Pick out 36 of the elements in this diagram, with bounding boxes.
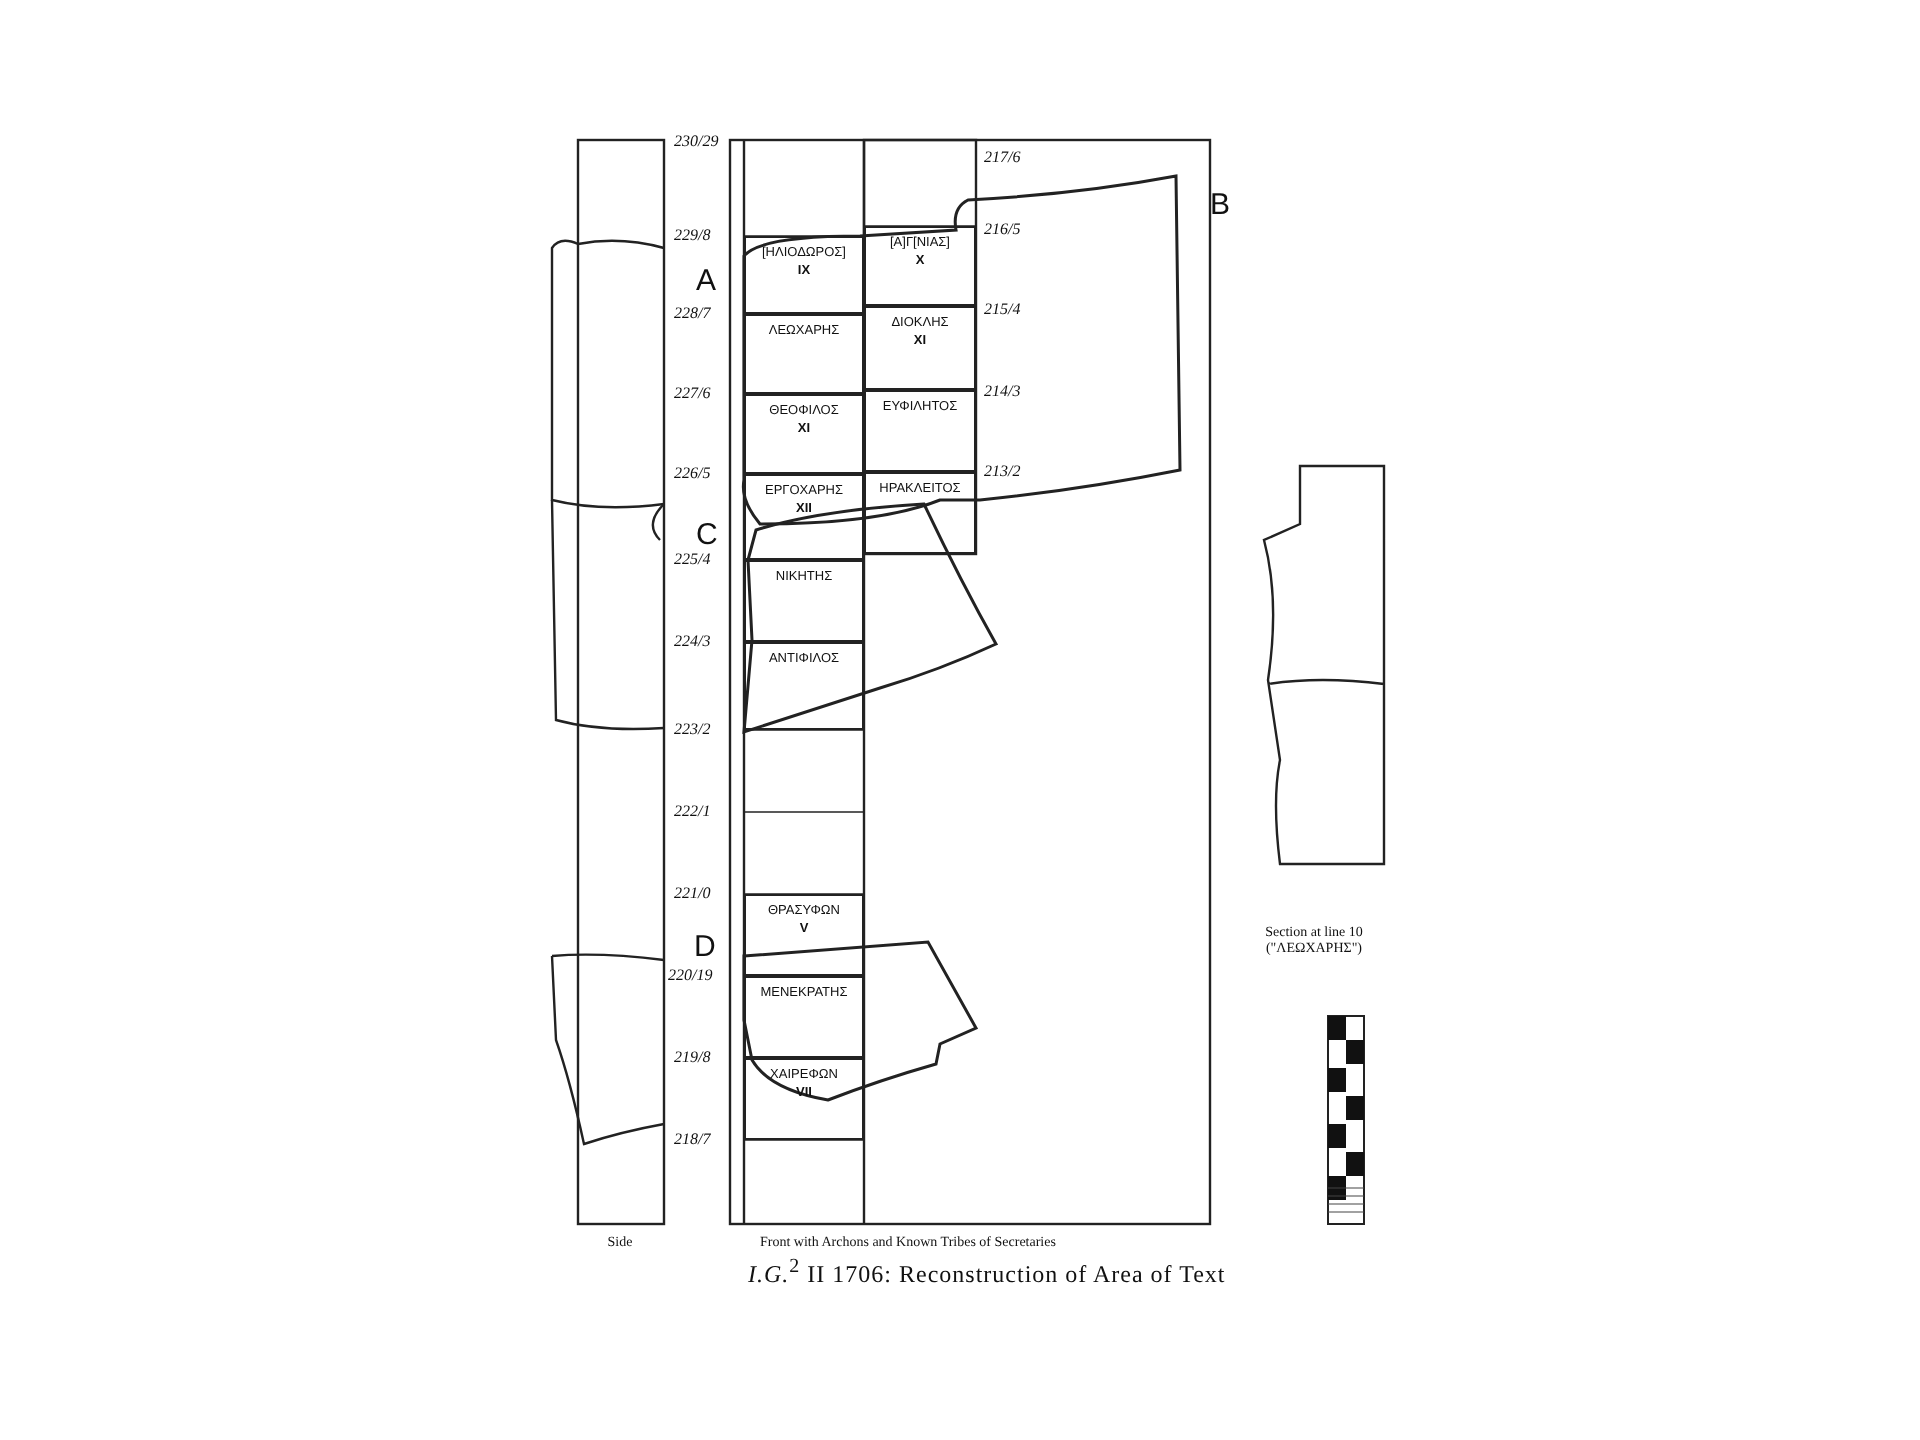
year-label: 214/3	[984, 382, 1021, 400]
archon-cell	[744, 894, 864, 976]
year-label: 216/5	[984, 220, 1021, 238]
year-label: 223/2	[674, 720, 711, 738]
year-label: 222/1	[674, 802, 711, 820]
year-label: 221/0	[674, 884, 711, 902]
figure-caption: I.G.$^{2}$ II 1706: Reconstruction of Area of Text	[748, 1256, 1226, 1290]
archon-cell	[744, 474, 864, 560]
archon-cell	[864, 306, 976, 390]
archon-cell	[864, 390, 976, 472]
year-label: 228/7	[674, 304, 711, 322]
archon-cell	[744, 642, 864, 730]
year-label: 225/4	[674, 550, 711, 568]
archon-cell	[744, 394, 864, 474]
year-label: 226/5	[674, 464, 711, 482]
archon-cell	[744, 560, 864, 642]
archon-cell	[744, 314, 864, 394]
archon-cell	[864, 226, 976, 306]
fragment-letter: B	[1210, 188, 1231, 222]
year-label: 230/29	[674, 132, 719, 150]
year-label: 215/4	[984, 300, 1021, 318]
year-label: 217/6	[984, 148, 1021, 166]
fragment-letter: C	[696, 518, 718, 552]
archon-cell	[744, 976, 864, 1058]
year-label: 229/8	[674, 226, 711, 244]
fragment-letter: D	[694, 930, 716, 964]
year-label: 219/8	[674, 1048, 711, 1066]
year-label: 220/19	[668, 966, 713, 984]
year-label: 224/3	[674, 632, 711, 650]
year-label: 227/6	[674, 384, 711, 402]
archon-cell	[864, 472, 976, 554]
archon-cell	[744, 1058, 864, 1140]
year-label: 218/7	[674, 1130, 711, 1148]
fragment-letter: A	[696, 264, 717, 298]
archon-cell	[744, 236, 864, 314]
year-label: 213/2	[984, 462, 1021, 480]
